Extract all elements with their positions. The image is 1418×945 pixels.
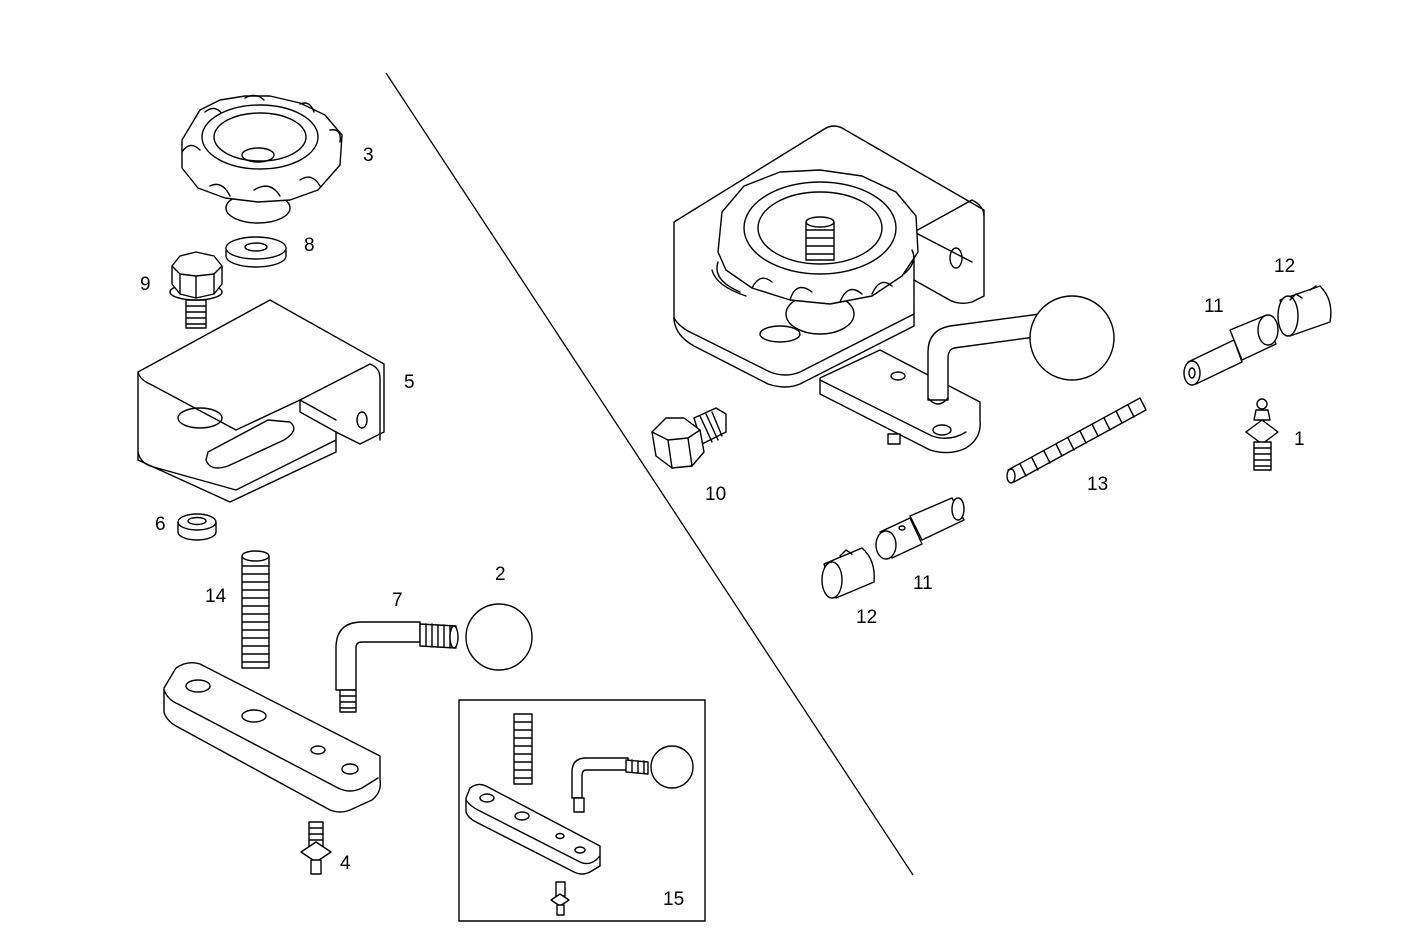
callout-5: 5 xyxy=(404,372,415,393)
part-12-clip-upper xyxy=(1277,285,1332,337)
part-11-sleeve-lower xyxy=(875,497,965,560)
part-5-bracket xyxy=(137,299,385,503)
callout-4: 4 xyxy=(340,853,351,874)
callout-13: 13 xyxy=(1087,474,1108,495)
callout-14: 14 xyxy=(205,586,227,607)
separator-line xyxy=(385,72,914,876)
part-15-kit-box xyxy=(458,699,706,922)
part-3-star-knob xyxy=(181,94,343,224)
callout-12-upper: 12 xyxy=(1274,256,1295,277)
part-4-pin xyxy=(300,821,332,875)
part-plate xyxy=(163,661,382,813)
callout-2: 2 xyxy=(495,564,506,585)
part-8-washer xyxy=(225,236,287,268)
part-9-hex-bolt xyxy=(169,251,223,329)
assembled-unit xyxy=(673,125,1115,454)
part-12-clip-lower xyxy=(821,547,875,599)
part-13-threaded-rod xyxy=(1006,397,1147,484)
part-10-hex-bolt xyxy=(651,407,727,469)
callout-12-lower: 12 xyxy=(856,607,877,628)
part-7-bent-rod xyxy=(335,621,459,713)
callout-3: 3 xyxy=(363,145,374,166)
part-14-threaded-stud xyxy=(241,550,270,669)
callout-11-upper: 11 xyxy=(1204,296,1224,317)
callout-6: 6 xyxy=(155,514,166,535)
callout-1: 1 xyxy=(1294,429,1305,450)
callout-15: 15 xyxy=(663,889,684,910)
part-2-ball-knob xyxy=(465,603,533,671)
callout-7: 7 xyxy=(392,590,403,611)
callout-8: 8 xyxy=(304,235,315,256)
part-11-sleeve-upper xyxy=(1183,314,1279,386)
part-6-spacer xyxy=(177,513,217,541)
callout-9: 9 xyxy=(140,274,151,295)
callout-11-lower: 11 xyxy=(913,573,933,594)
callout-10: 10 xyxy=(705,484,726,505)
part-1-pin xyxy=(1245,398,1279,471)
